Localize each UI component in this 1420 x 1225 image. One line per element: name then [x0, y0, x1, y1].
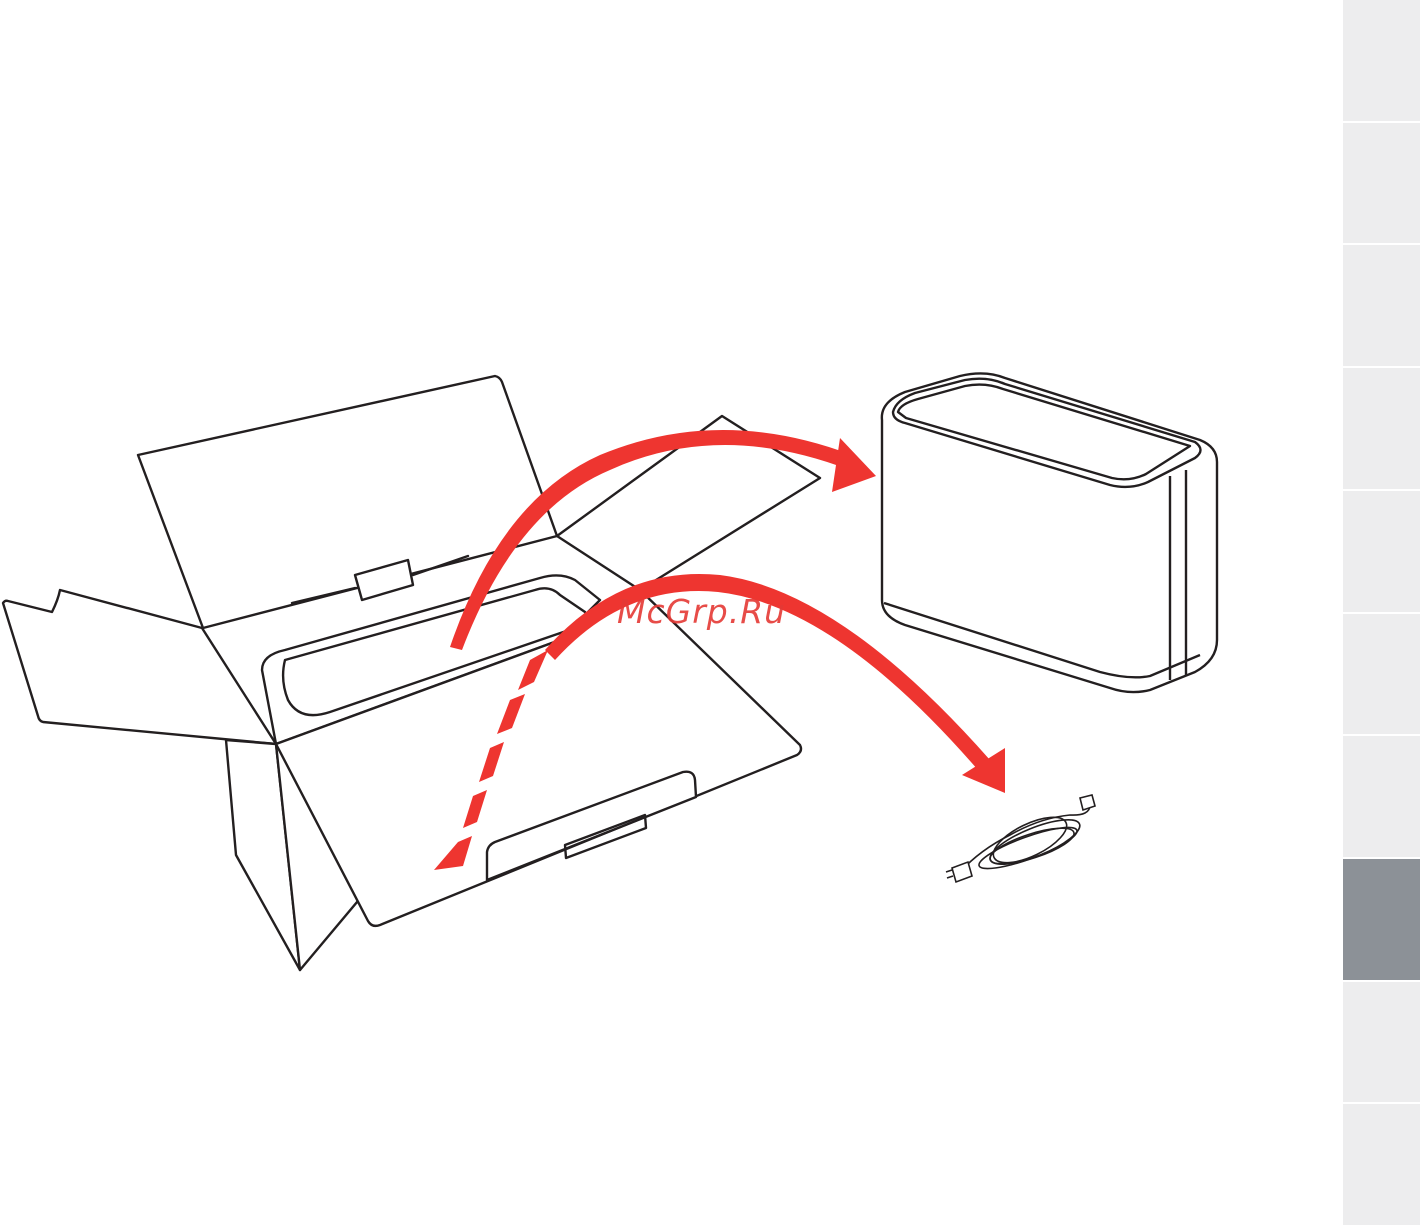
chapter-tab[interactable]	[1343, 123, 1420, 246]
chapter-tab[interactable]	[1343, 368, 1420, 491]
chapter-tab[interactable]	[1343, 0, 1420, 123]
chapter-tab[interactable]	[1343, 491, 1420, 614]
chapter-tab[interactable]	[1343, 1104, 1420, 1225]
power-cord-icon	[946, 795, 1095, 882]
chapter-tab[interactable]	[1343, 736, 1420, 859]
chapter-tab[interactable]	[1343, 614, 1420, 737]
open-box-icon	[3, 376, 820, 970]
chapter-tab[interactable]	[1343, 245, 1420, 368]
chapter-tab-active[interactable]	[1343, 859, 1420, 982]
watermark-text: McGrp.Ru	[617, 592, 786, 631]
chapter-side-tabs	[1343, 0, 1420, 1225]
speaker-icon	[882, 373, 1217, 692]
chapter-tab[interactable]	[1343, 982, 1420, 1105]
